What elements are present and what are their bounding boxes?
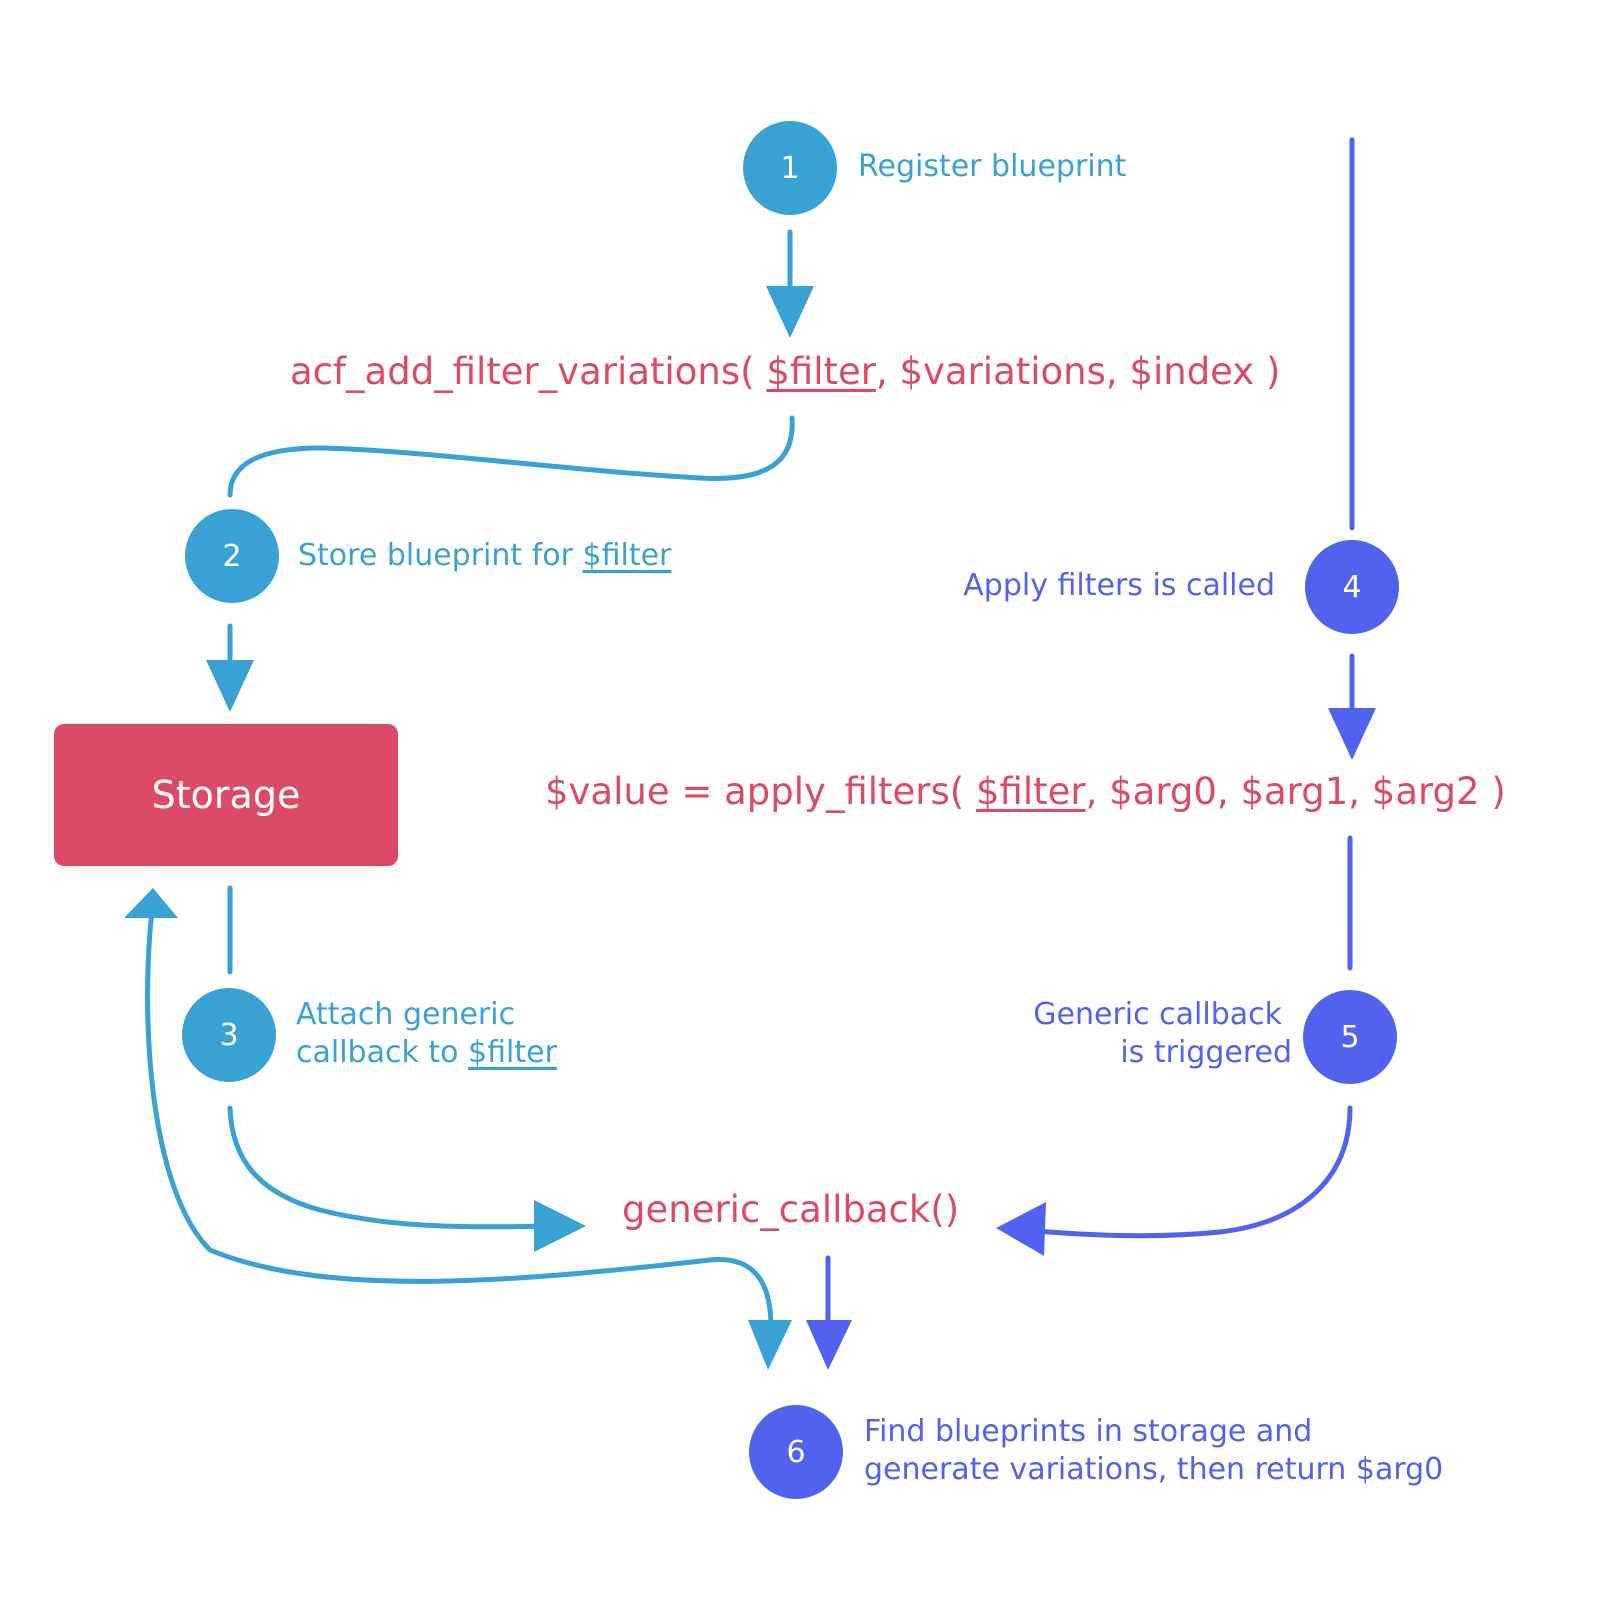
step-6-circle: 6	[749, 1405, 843, 1499]
arrowhead-step4	[1328, 708, 1376, 760]
code-add-filter-variations: acf_add_filter_variations( $filter, $var…	[290, 350, 1280, 394]
step-5-number: 5	[1340, 1019, 1360, 1055]
arrowhead-step5-callback	[996, 1202, 1046, 1256]
arrowhead-loop-step6	[748, 1320, 792, 1370]
step-6-label: Find blueprints in storage and generate …	[864, 1413, 1443, 1489]
step-2-label-prefix: Store blueprint for	[298, 538, 583, 573]
step-5-circle: 5	[1303, 990, 1397, 1084]
code-apply-prefix: $value = apply_filters(	[545, 770, 976, 813]
step-2-number: 2	[222, 538, 242, 574]
step-3-label-line2: callback to $filter	[296, 1034, 557, 1072]
code-generic-callback: generic_callback()	[622, 1188, 960, 1231]
step-5-label: Generic callback is triggered	[1033, 996, 1292, 1072]
step-5-label-line1: Generic callback	[1033, 997, 1282, 1032]
step-6-label-line2: generate variations, then return $arg0	[864, 1452, 1444, 1487]
arrowhead-step1	[766, 286, 814, 338]
code-add-prefix: acf_add_filter_variations(	[290, 350, 767, 393]
storage-label: Storage	[151, 773, 301, 817]
curve-add-variations-to-step2	[227, 415, 795, 498]
code-add-suffix: , $variations, $index )	[875, 350, 1281, 393]
step-3-label-line2-var: $filter	[468, 1035, 557, 1070]
step-4-label: Apply filters is called	[963, 568, 1275, 603]
step-2-label: Store blueprint for $filter	[298, 537, 671, 575]
code-apply-filters: $value = apply_filters( $filter, $arg0, …	[545, 770, 1506, 814]
arrowhead-callback-step6	[806, 1320, 852, 1370]
arrowhead-storage-loop	[124, 888, 178, 918]
arrowhead-step3-callback	[534, 1200, 586, 1252]
step-2-label-var: $filter	[582, 538, 672, 573]
step-4-circle: 4	[1305, 540, 1399, 634]
step-3-label-line1: Attach generic	[296, 997, 516, 1032]
code-add-filter-var: $filter	[766, 350, 876, 393]
code-apply-filter-var: $filter	[976, 770, 1086, 813]
storage-box: Storage	[54, 724, 398, 866]
step-1-label: Register blueprint	[858, 149, 1127, 184]
step-5-label-line2: is triggered	[1120, 1035, 1292, 1070]
step-4-number: 4	[1342, 569, 1362, 605]
arrowhead-step2	[206, 660, 254, 712]
step-1-circle: 1	[743, 121, 837, 215]
step-3-label-line2-prefix: callback to	[296, 1035, 469, 1070]
step-3-number: 3	[219, 1017, 239, 1053]
step-6-label-line1: Find blueprints in storage and	[864, 1414, 1313, 1449]
step-1-number: 1	[780, 150, 800, 186]
curve-step3-to-generic-callback	[227, 1105, 553, 1230]
step-6-number: 6	[786, 1434, 806, 1470]
code-apply-suffix: , $arg0, $arg1, $arg2 )	[1085, 770, 1506, 813]
curve-storage-loop-to-step6	[145, 907, 774, 1348]
step-2-circle: 2	[185, 509, 279, 603]
step-3-circle: 3	[182, 988, 276, 1082]
curve-step5-to-generic-callback	[1023, 1105, 1353, 1239]
step-3-label: Attach generic callback to $filter	[296, 996, 557, 1072]
